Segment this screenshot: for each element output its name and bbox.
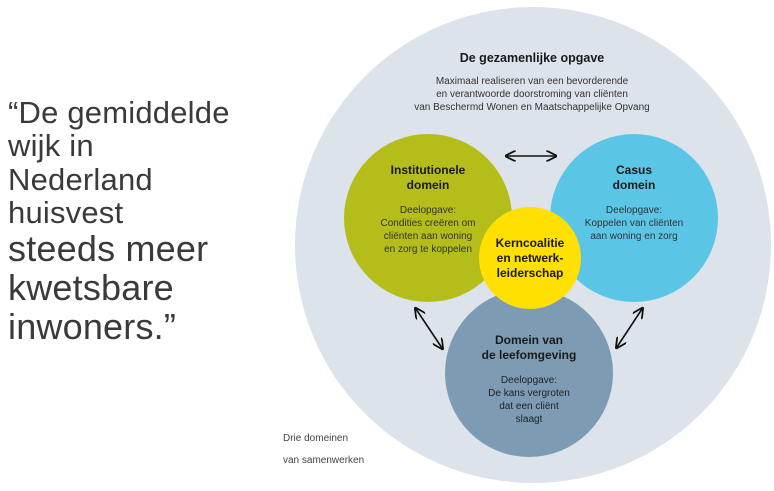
living-environment-domain-circle xyxy=(445,289,613,457)
quote-line: “De gemiddelde xyxy=(8,95,230,130)
living-environment-desc-line: dat een cliënt xyxy=(499,401,559,412)
core-coalition-circle xyxy=(479,207,581,309)
institutional-title-line: Institutionele xyxy=(391,163,466,177)
living-environment-title-line: Domein van xyxy=(495,333,563,347)
outer-desc-line: van Beschermd Wonen en Maatschappelijke … xyxy=(414,102,650,113)
core-coalition-title-line: en netwerk- xyxy=(497,251,564,265)
core-coalition-title-line: leiderschap xyxy=(497,266,564,280)
living-environment-title-line: de leefomgeving xyxy=(482,348,577,362)
double-arrow-icon xyxy=(617,309,642,347)
outer-desc-line: Maximaal realiseren van een bevorderende xyxy=(436,76,629,87)
quote-line: wijk in xyxy=(8,128,94,164)
case-desc-line: Koppelen van cliënten xyxy=(585,218,683,229)
outer-title: De gezamenlijke opgave xyxy=(460,51,605,65)
quote-line: huisvest xyxy=(8,195,124,231)
living-environment-desc-line: slaagt xyxy=(516,414,543,425)
institutional-desc-line: Deelopgave: xyxy=(400,205,456,216)
quote: “De gemiddelde wijk in Nederland huisves… xyxy=(8,96,268,347)
outer-desc-line: en verantwoorde doorstroming van cliënte… xyxy=(436,89,628,100)
institutional-desc-line: Condities creëren om xyxy=(380,218,475,229)
case-title-line: domein xyxy=(613,178,656,192)
core-coalition-title-line: Kerncoalitie xyxy=(496,236,565,250)
quote-line: kwetsbare xyxy=(8,266,174,308)
case-domain-circle xyxy=(550,134,718,302)
quote-line: Nederland xyxy=(8,161,153,197)
caption-line: Drie domeinen xyxy=(283,433,349,444)
case-title-line: Casus xyxy=(616,163,652,177)
institutional-desc-line: cliënten aan woning xyxy=(384,231,472,242)
institutional-domain-circle xyxy=(344,134,512,302)
case-desc-line: Deelopgave: xyxy=(606,205,662,216)
quote-line: inwoners.” xyxy=(8,305,177,347)
double-arrow-icon xyxy=(416,309,442,348)
caption: Drie domeinen van samenwerken xyxy=(283,428,364,472)
living-environment-desc-line: Deelopgave: xyxy=(501,375,557,386)
living-environment-desc-line: De kans vergroten xyxy=(488,388,570,399)
institutional-title-line: domein xyxy=(407,178,450,192)
quote-line: steeds meer xyxy=(8,227,209,269)
institutional-desc-line: en zorg te koppelen xyxy=(384,244,472,255)
caption-line: van samenwerken xyxy=(283,455,365,466)
case-desc-line: aan woning en zorg xyxy=(590,231,677,242)
